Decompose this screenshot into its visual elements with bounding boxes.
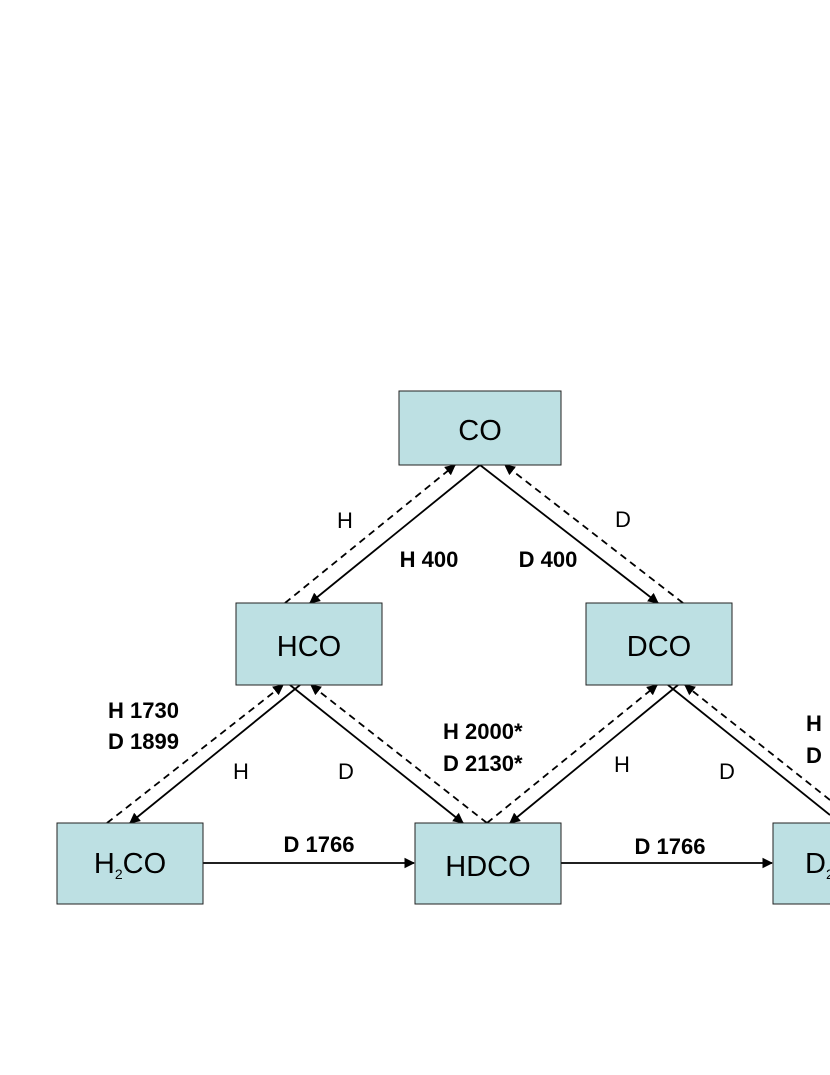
label-hdco-abstraction-d: D 2130* [443,751,523,776]
edge-hdco-back-to-hco [310,684,488,824]
node-d2co-label-main: D [805,848,826,880]
label-hdco-d2co-exchange: D 1766 [635,834,706,859]
edge-co-to-dco [479,464,659,604]
node-hdco: HDCO [414,822,562,905]
node-d2co: D2CO [772,822,830,905]
node-h2co-label-sub: 2 [115,866,123,882]
edge-co-to-hco [309,464,481,604]
label-hco-hdco-atom: D [338,759,354,784]
node-hco: HCO [235,602,383,686]
node-dco-label: DCO [627,631,691,663]
label-dco-d2co-atom: D [719,759,735,784]
node-h2co-label: H2CO [94,848,166,882]
edge-d2co-back-to-dco [684,684,830,801]
node-hdco-label: HDCO [445,851,530,883]
edge-hco-to-h2co [129,684,301,824]
label-co-dco-atom: D [615,507,631,532]
edge-dco-to-hdco [509,684,679,824]
node-co-label: CO [458,415,502,447]
node-d2co-label: D2CO [805,848,830,882]
label-h2co-abstraction-h: H 1730 [108,698,179,723]
label-co-hco-barrier: H 400 [400,547,459,572]
label-h2co-abstraction-d: D 1899 [108,729,179,754]
node-hco-label: HCO [277,631,341,663]
edge-hdco-back-to-dco [486,684,658,824]
node-h2co-label-tail: CO [123,848,167,880]
label-co-hco-atom: H [337,508,353,533]
edge-hco-to-hdco [289,684,464,824]
edge-dco-back-to-co [504,464,684,604]
label-d2co-abstraction-h: H [806,711,822,736]
label-d2co-abstraction-d: D [806,743,822,768]
label-co-dco-barrier: D 400 [519,547,578,572]
node-h2co: H2CO [56,822,204,905]
label-hdco-abstraction-h: H 2000* [443,719,523,744]
label-h2co-hdco-exchange: D 1766 [284,832,355,857]
label-dco-hdco-atom: H [614,752,630,777]
edge-h2co-back-to-hco [106,684,284,824]
node-co: CO [398,390,562,466]
edge-dco-to-d2co [667,684,830,816]
node-dco: DCO [585,602,733,686]
label-hco-h2co-atom: H [233,759,249,784]
edge-hco-back-to-co [284,464,456,604]
node-d2co-label-sub: 2 [826,866,830,882]
node-h2co-label-main: H [94,848,115,880]
